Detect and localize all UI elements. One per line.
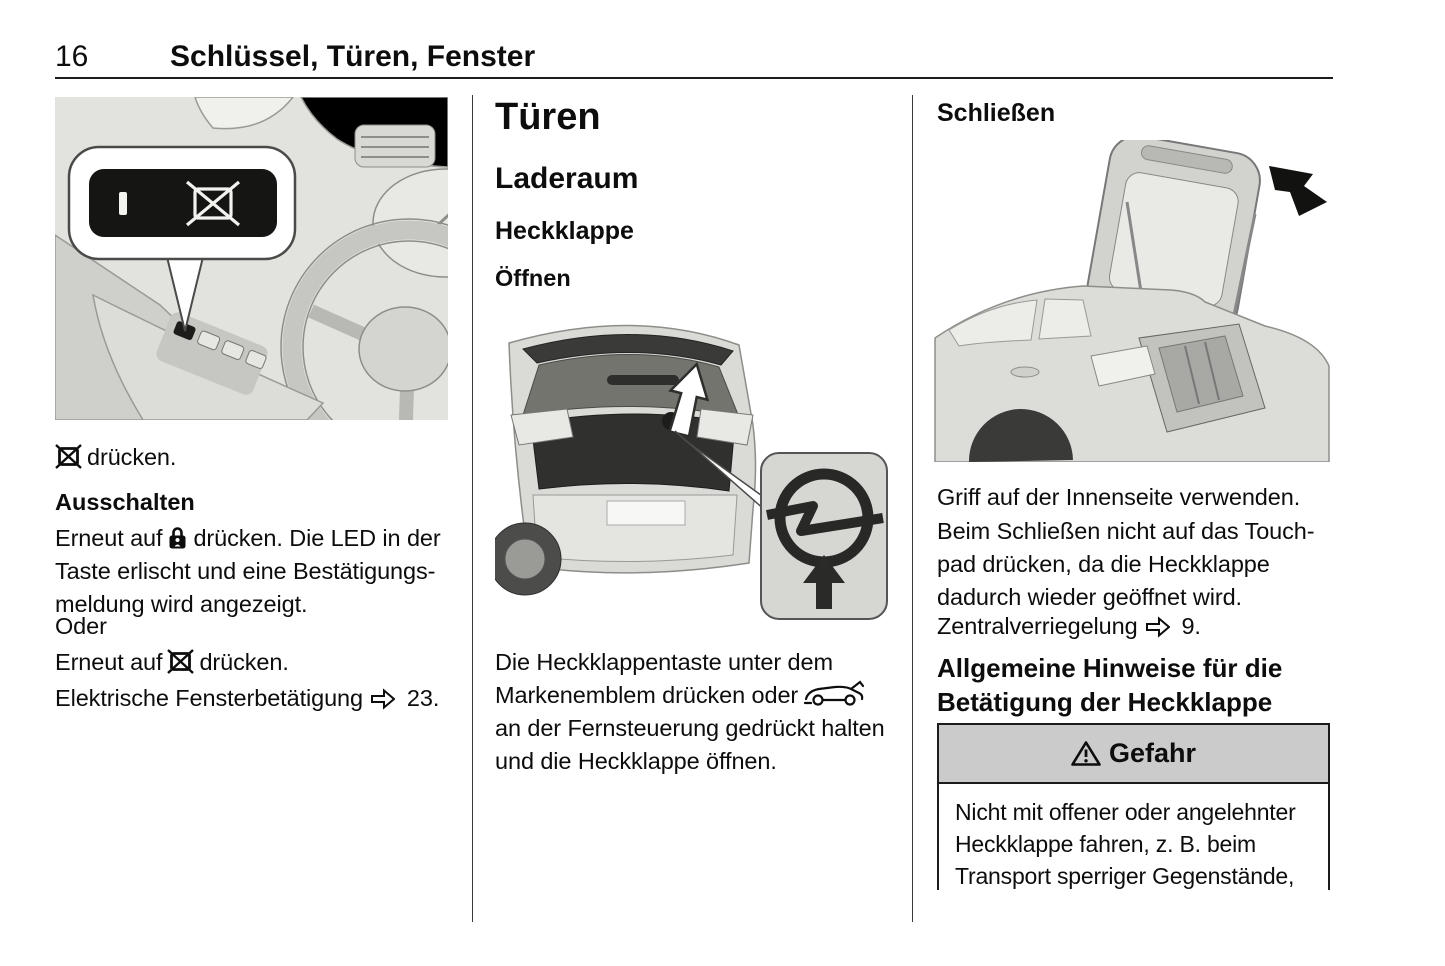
column-divider-left bbox=[472, 95, 473, 922]
press-text: drücken. bbox=[87, 444, 177, 470]
danger-box-body: Nicht mit offener oder angelehnter Heckk… bbox=[955, 799, 1296, 889]
right-reference-line: Zentralverriegelung 9. bbox=[937, 610, 1335, 643]
middle-paragraph: Die Heckklappentaste unter dem Markenemb… bbox=[495, 646, 899, 778]
remote-tailgate-open-icon bbox=[803, 680, 865, 707]
reference-arrow-icon bbox=[1146, 616, 1171, 638]
left-press-line: drücken. bbox=[55, 441, 457, 474]
figure-tailgate-open-button bbox=[488, 303, 893, 625]
child-lock-icon bbox=[167, 525, 188, 550]
danger-title: Gefahr bbox=[1108, 738, 1197, 768]
page-number: 16 bbox=[55, 40, 89, 73]
right-paragraph-1: Griff auf der Innenseite verwenden. bbox=[937, 484, 1301, 510]
taillight bbox=[1090, 345, 1156, 387]
car-interior-illustration bbox=[54, 96, 538, 476]
figure-interior-window-lockout bbox=[54, 96, 538, 476]
tailgate-strut bbox=[1231, 213, 1257, 321]
license-plate bbox=[606, 500, 686, 526]
danger-box-header: Gefahr bbox=[939, 725, 1328, 784]
paragraph-text: Erneut auf bbox=[55, 649, 163, 675]
raised-tailgate bbox=[1086, 134, 1261, 334]
wheel bbox=[968, 409, 1073, 462]
reference-page: 9. bbox=[1181, 613, 1201, 639]
trunk-recess bbox=[1158, 335, 1244, 413]
subheading-ausschalten: Ausschalten bbox=[55, 489, 195, 515]
window-disable-icon bbox=[167, 649, 195, 674]
subsection-schliessen: Schließen bbox=[937, 99, 1056, 127]
taillight-left bbox=[510, 408, 574, 446]
opel-emblem-inset bbox=[760, 452, 888, 620]
car-rear-illustration bbox=[488, 303, 893, 625]
window-disable-icon bbox=[55, 444, 82, 469]
danger-box: Gefahr Nicht mit offener oder angelehnte… bbox=[937, 723, 1330, 890]
chapter-title: Schlüssel, Türen, Fenster bbox=[170, 40, 536, 73]
side-mirror bbox=[193, 96, 295, 130]
brake-light bbox=[607, 375, 679, 385]
column-divider-right bbox=[912, 95, 913, 922]
left-paragraph-oder: Oder bbox=[55, 613, 107, 639]
paragraph-text: drücken. Die LED in der Taste erlischt u… bbox=[55, 525, 441, 617]
reference-text: Elektrische Fensterbetätigung bbox=[55, 685, 363, 711]
paragraph-text: Die Heckklappentaste unter dem Markenemb… bbox=[495, 649, 833, 708]
subsubsection-oeffnen: Öffnen bbox=[495, 265, 571, 291]
tailgate-inner-handle bbox=[1140, 145, 1233, 174]
figure-tailgate-closing bbox=[933, 134, 1333, 463]
paragraph-text: an der Fernsteuerung gedrückt halten und… bbox=[495, 715, 885, 774]
wheel-rim bbox=[504, 538, 546, 580]
subsection-heckklappe: Heckklappe bbox=[495, 217, 634, 245]
roof-spoiler bbox=[522, 334, 734, 366]
door-handle bbox=[1010, 366, 1040, 378]
window-disable-icon bbox=[185, 180, 241, 227]
car-open-tailgate-illustration bbox=[933, 134, 1333, 463]
led-indicator bbox=[119, 192, 127, 215]
section-laderaum: Laderaum bbox=[495, 162, 639, 195]
reference-text: Zentralverriegelung bbox=[937, 613, 1138, 639]
side-window bbox=[948, 299, 1038, 347]
emblem-blitz bbox=[766, 501, 884, 536]
left-reference-line: Elektrische Fensterbetätigung 23. bbox=[55, 683, 457, 714]
left-paragraph-2: Erneut auf drücken. bbox=[55, 646, 457, 679]
reference-page: 23. bbox=[406, 685, 440, 711]
right-paragraph-2: Beim Schließen nicht auf das Touch­pad d… bbox=[937, 518, 1315, 610]
title-tueren: Türen bbox=[495, 96, 601, 138]
paragraph-text: drücken. bbox=[199, 649, 289, 675]
section-allgemeine-hinweise: Allgemeine Hinweise für die Betätigung d… bbox=[937, 653, 1283, 717]
header-rule bbox=[55, 77, 1333, 79]
reference-arrow-icon bbox=[371, 688, 396, 710]
close-arrow bbox=[1269, 166, 1327, 216]
paragraph-text: Erneut auf bbox=[55, 525, 163, 551]
side-window bbox=[1038, 298, 1092, 340]
taillight-right bbox=[696, 408, 754, 446]
window-lockout-button-inset bbox=[67, 145, 297, 261]
warning-triangle-icon bbox=[1071, 740, 1101, 767]
press-up-arrow-icon bbox=[803, 555, 845, 609]
